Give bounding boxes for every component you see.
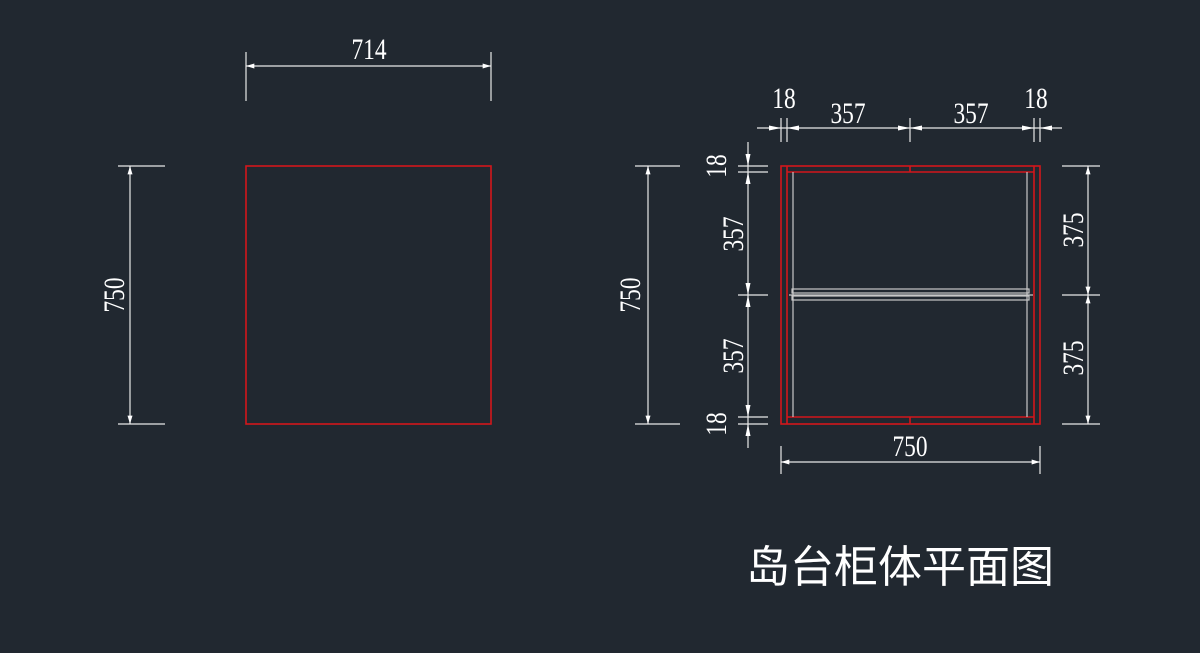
- dim-left-1: 18: [699, 154, 732, 177]
- dim-left-2: 357: [716, 216, 749, 251]
- top-dimensions: 18 357 357 18: [757, 81, 1062, 142]
- dim-top-4: 18: [1024, 81, 1047, 114]
- plan-height-label: 750: [613, 277, 646, 312]
- plan-height-dimension: 750: [613, 165, 680, 425]
- side-height-label: 750: [97, 277, 130, 312]
- middle-shelf: [789, 288, 1033, 301]
- side-width-dimension: 714: [245, 32, 492, 101]
- dim-right-1: 375: [1056, 212, 1089, 247]
- plan-view: 18 357 357 18 18 357 357 18 750: [613, 81, 1100, 474]
- side-height-dimension: 750: [97, 165, 165, 425]
- right-dimensions: 375 375: [1056, 165, 1100, 425]
- dim-top-2: 357: [830, 96, 865, 129]
- dim-top-1: 18: [772, 81, 795, 114]
- side-view: 714 750: [97, 32, 492, 425]
- drawing-title: 岛台柜体平面图: [746, 542, 1054, 593]
- dim-left-3: 357: [716, 338, 749, 373]
- left-dimensions: 18 357 357 18: [699, 142, 768, 448]
- dim-left-4: 18: [699, 412, 732, 435]
- side-panel-outline: [245, 165, 492, 425]
- bottom-width-label: 750: [892, 429, 927, 462]
- dim-right-2: 375: [1056, 340, 1089, 375]
- bottom-width-dimension: 750: [780, 429, 1041, 474]
- side-width-label: 714: [351, 32, 387, 65]
- dim-top-3: 357: [953, 96, 988, 129]
- cabinet-outline: [780, 165, 1041, 425]
